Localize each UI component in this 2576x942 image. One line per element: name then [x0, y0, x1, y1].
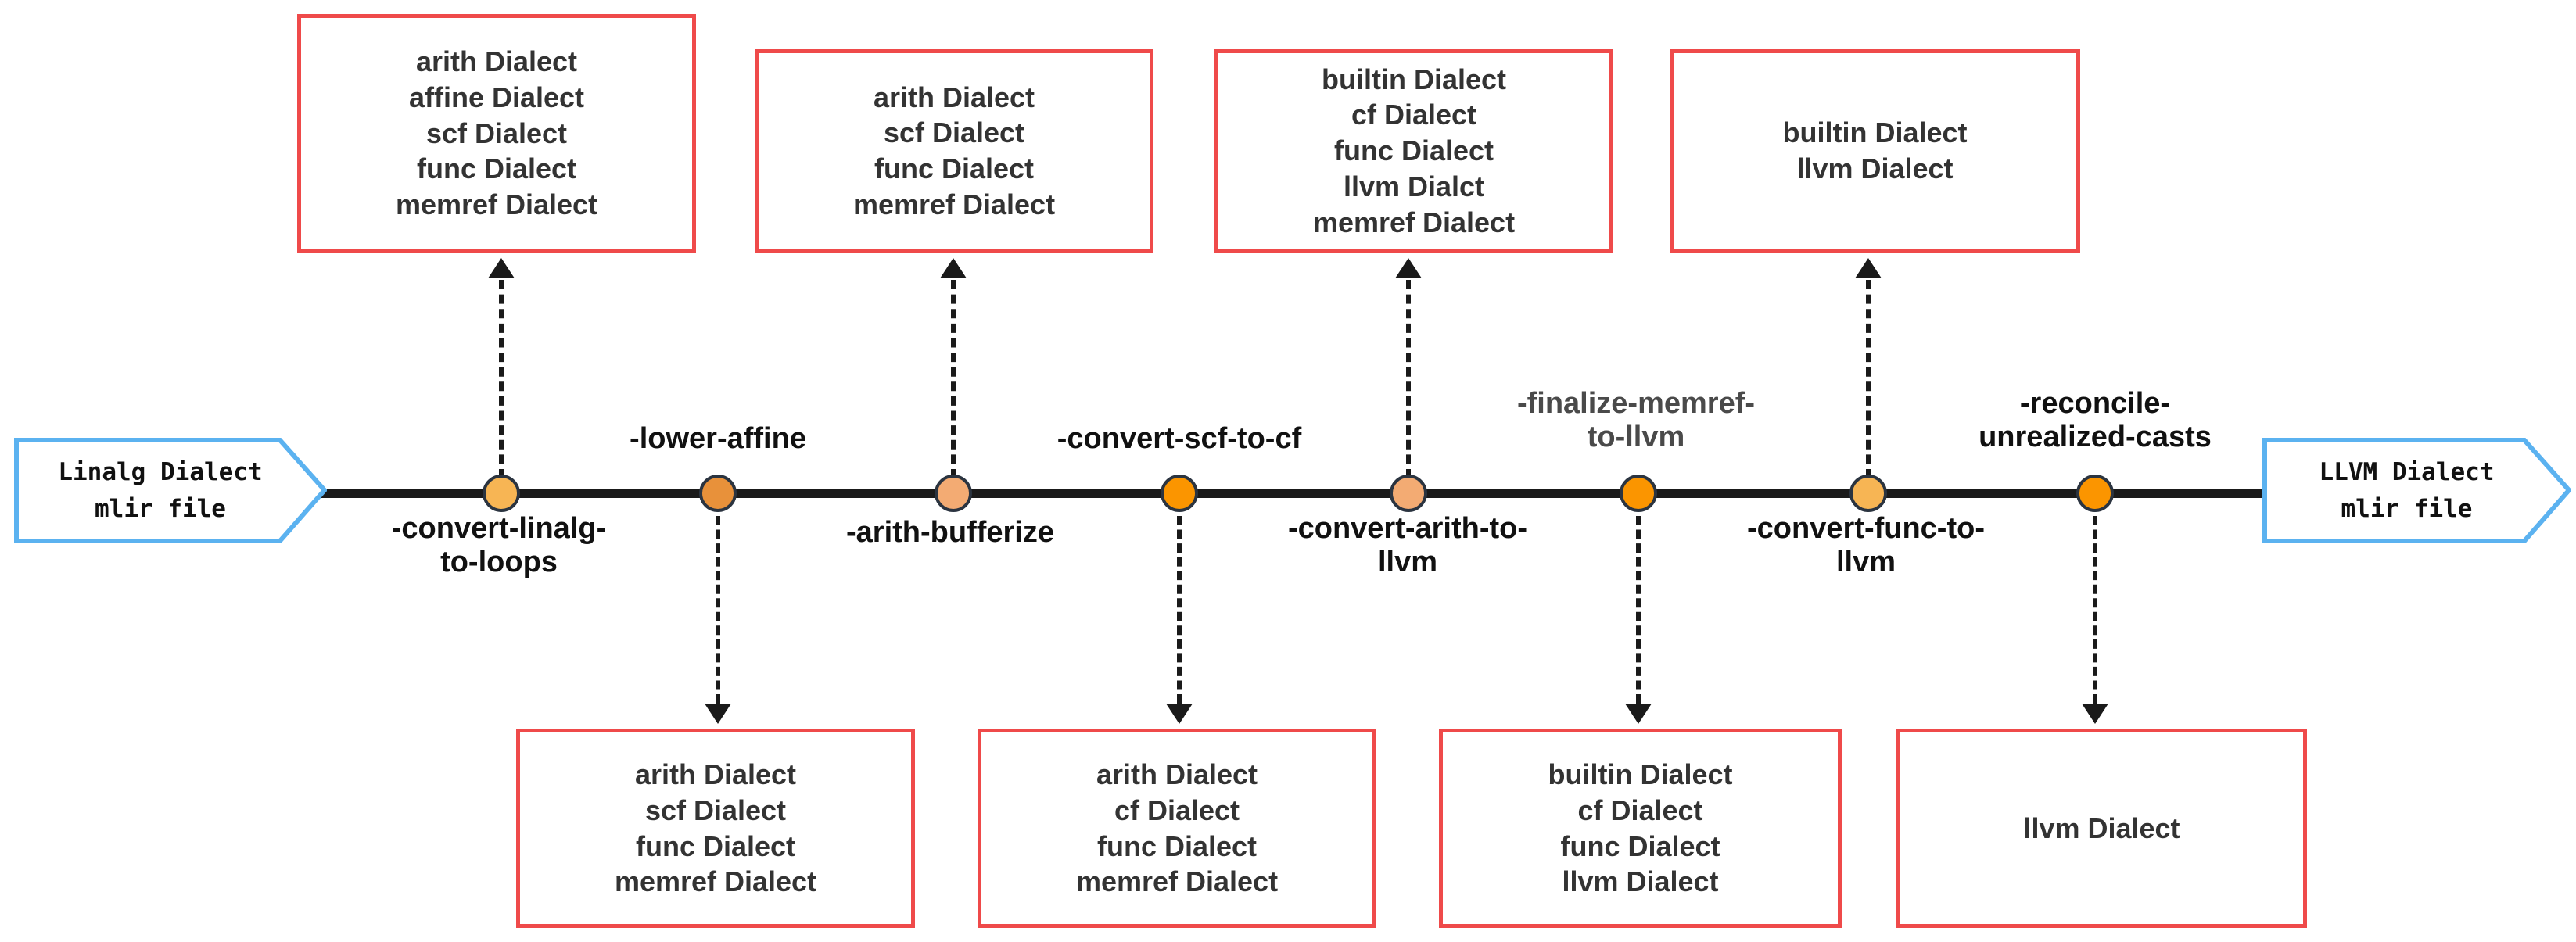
chevron-shape-icon [2262, 438, 2571, 543]
start-endpoint-text: Linalg Dialect mlir file [58, 458, 263, 523]
arrow-down-1 [705, 704, 731, 724]
chevron-shape-icon [14, 438, 327, 543]
top-box-3: builtin Dialect cf Dialect func Dialect … [1214, 49, 1613, 253]
pass-node-convert-arith-to-llvm[interactable] [1390, 475, 1427, 512]
arrow-down-2 [1166, 704, 1193, 724]
dialect-line: func Dialect [874, 152, 1035, 184]
pass-label-lower-affine: -lower-affine [630, 422, 806, 455]
dialect-line: cf Dialect [1351, 98, 1477, 131]
dialect-line: llvm Dialect [1562, 865, 1719, 898]
dialect-line: cf Dialect [1114, 793, 1240, 826]
end-endpoint-text: LLVM Dialect mlir file [2319, 458, 2495, 523]
top-box-4: builtin Dialect llvm Dialect [1670, 49, 2080, 253]
dialect-line: memref Dialect [852, 188, 1056, 220]
pass-node-lower-affine[interactable] [699, 475, 737, 512]
arrow-up-2 [940, 258, 967, 278]
dialect-line: arith Dialect [415, 45, 578, 78]
dialect-line: memref Dialect [1312, 206, 1516, 238]
pass-node-convert-scf-to-cf[interactable] [1161, 475, 1198, 512]
bottom-box-2: arith Dialect cf Dialect func Dialect me… [978, 729, 1376, 928]
dialect-line: memref Dialect [395, 188, 598, 221]
arrow-up-3 [1395, 258, 1422, 278]
dialect-line: llvm Dialect [2023, 811, 2180, 844]
start-endpoint: Linalg Dialect mlir file [14, 438, 327, 543]
connector-down-3 [1636, 516, 1641, 704]
top-box-2: arith Dialect scf Dialect func Dialect m… [755, 49, 1153, 253]
connector-up-3 [1406, 280, 1411, 478]
pass-node-reconcile-unrealized-casts[interactable] [2076, 475, 2114, 512]
bottom-box-3: builtin Dialect cf Dialect func Dialect … [1439, 729, 1842, 928]
pass-label-arith-bufferize: -arith-bufferize [846, 516, 1054, 549]
dialect-line: memref Dialect [614, 865, 817, 898]
dialect-line: builtin Dialect [1548, 758, 1733, 791]
dialect-line: cf Dialect [1577, 793, 1703, 826]
dialect-line: scf Dialect [644, 793, 787, 826]
connector-down-2 [1177, 516, 1182, 704]
dialect-line: affine Dialect [408, 81, 585, 113]
dialect-line: func Dialect [1333, 134, 1494, 167]
pass-node-convert-func-to-llvm[interactable] [1849, 475, 1887, 512]
dialect-line: arith Dialect [873, 81, 1035, 113]
dialect-line: scf Dialect [883, 116, 1025, 149]
dialect-line: builtin Dialect [1321, 63, 1507, 95]
connector-down-1 [716, 516, 720, 704]
arrow-up-1 [488, 258, 515, 278]
dialect-line: builtin Dialect [1782, 116, 1968, 149]
dialect-line: arith Dialect [634, 758, 797, 791]
dialect-line: func Dialect [1096, 829, 1258, 862]
arrow-down-3 [1625, 704, 1652, 724]
pass-label-finalize-memref-to-llvm: -finalize-memref- to-llvm [1516, 387, 1756, 453]
dialect-line: func Dialect [635, 829, 796, 862]
dialect-line: scf Dialect [425, 116, 568, 149]
dialect-line: arith Dialect [1096, 758, 1258, 791]
arrow-down-4 [2082, 704, 2108, 724]
dialect-line: func Dialect [416, 152, 577, 185]
arrow-up-4 [1855, 258, 1882, 278]
connector-down-4 [2093, 516, 2097, 704]
pipeline-axis [321, 489, 2276, 498]
pass-label-convert-arith-to-llvm: -convert-arith-to- llvm [1287, 512, 1528, 578]
pass-label-convert-func-to-llvm: -convert-func-to- llvm [1747, 512, 1985, 578]
bottom-box-4: llvm Dialect [1896, 729, 2307, 928]
dialect-line: memref Dialect [1075, 865, 1279, 898]
bottom-box-1: arith Dialect scf Dialect func Dialect m… [516, 729, 915, 928]
pass-label-reconcile-unrealized-casts: -reconcile- unrealized-casts [1979, 387, 2212, 453]
top-box-1: arith Dialect affine Dialect scf Dialect… [297, 14, 696, 253]
connector-up-2 [951, 280, 956, 478]
end-endpoint: LLVM Dialect mlir file [2262, 438, 2571, 543]
dialect-line: llvm Dialct [1343, 170, 1485, 202]
pass-label-convert-linalg-to-loops: -convert-linalg- to-loops [391, 512, 607, 578]
pass-node-convert-linalg-to-loops[interactable] [483, 475, 520, 512]
pass-node-arith-bufferize[interactable] [935, 475, 972, 512]
pass-node-finalize-memref-to-llvm[interactable] [1620, 475, 1657, 512]
pass-label-convert-scf-to-cf: -convert-scf-to-cf [1057, 422, 1302, 455]
dialect-line: func Dialect [1560, 829, 1720, 862]
connector-up-4 [1866, 280, 1871, 478]
dialect-line: llvm Dialect [1796, 152, 1954, 184]
connector-up-1 [499, 280, 504, 478]
